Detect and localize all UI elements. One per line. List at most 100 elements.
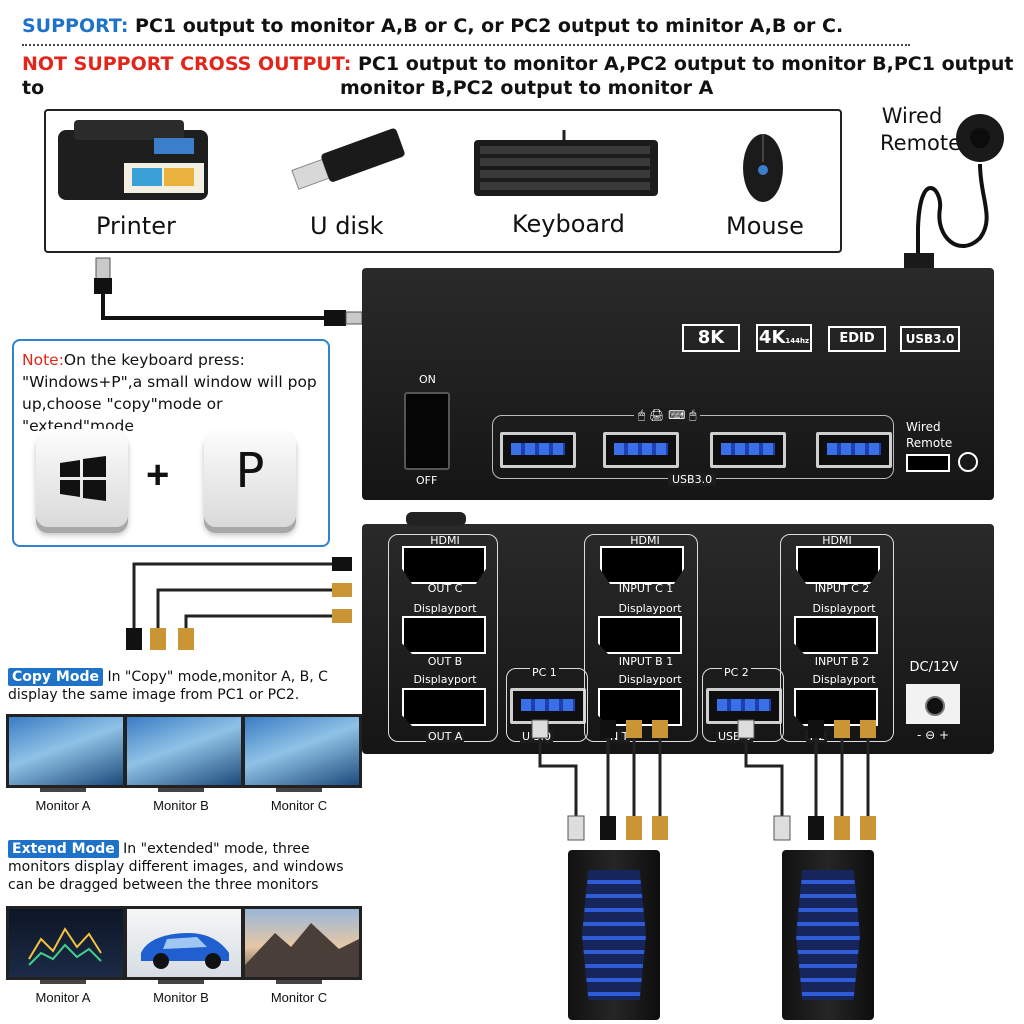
- remote-hdmi-port[interactable]: [906, 454, 950, 472]
- usb-device-icons: 🖱 🖨 ⌨ 🖱: [634, 408, 701, 423]
- copy-monitor-c-label: Monitor C: [270, 798, 328, 813]
- badge-4k-text: 4K: [758, 327, 786, 348]
- copy-monitor-a-stand: [40, 788, 86, 792]
- pc1-hdmi-label: HDMI: [630, 534, 660, 547]
- out-c-hdmi-port[interactable]: [402, 546, 486, 584]
- copy-mode-text: In "Copy" mode,monitor A, B, C display t…: [8, 669, 328, 703]
- note-text: Note:On the keyboard press: "Windows+P",…: [22, 349, 322, 437]
- note-body: On the keyboard press: "Windows+P",a sma…: [22, 351, 317, 435]
- dc-polarity: - ⊖ +: [916, 728, 950, 742]
- pc1-label: PC 1: [530, 666, 559, 679]
- input-b2-dp-label: Displayport: [812, 602, 876, 615]
- copy-monitor-b-stand: [158, 788, 204, 792]
- remote-port-label: Wired Remote: [906, 419, 952, 451]
- front-usb-port-4[interactable]: [816, 432, 892, 468]
- extend-monitor-c: [242, 906, 362, 980]
- printer-icon: [58, 120, 208, 200]
- peripherals-box: [44, 109, 842, 253]
- keyboard-icon: [474, 130, 658, 196]
- switch-on-label: ON: [419, 373, 436, 386]
- udisk-label: U disk: [310, 212, 384, 240]
- wired-remote-line1: Wired: [881, 104, 943, 128]
- remote-port-line1: Wired: [906, 420, 941, 434]
- copy-mode-tag: Copy Mode: [8, 668, 103, 686]
- copy-monitor-c: [242, 714, 362, 788]
- front-usb-port-1[interactable]: [500, 432, 576, 468]
- input-c2-port[interactable]: [796, 546, 880, 584]
- badge-edid: EDID: [828, 326, 886, 352]
- front-usb-port-3[interactable]: [710, 432, 786, 468]
- not-support-label: NOT SUPPORT CROSS OUTPUT:: [22, 53, 352, 75]
- out-c-label: OUT C: [427, 582, 463, 595]
- input-b1-label: INPUT B 1: [618, 655, 674, 668]
- divider: [22, 44, 910, 46]
- extend-monitor-a-stand: [40, 980, 86, 984]
- copy-monitor-b-label: Monitor B: [153, 798, 209, 813]
- windows-key: [36, 429, 128, 527]
- windows-logo-icon: [60, 456, 106, 501]
- remote-jack[interactable]: [958, 452, 978, 472]
- badge-4k: 4K144hz: [756, 324, 812, 352]
- extend-mode-text: In "extended" mode, three monitors displ…: [8, 841, 344, 893]
- input-b2-label: INPUT B 2: [814, 655, 870, 668]
- badge-usb3: USB3.0: [900, 326, 960, 352]
- not-support-text-2: monitor B,PC2 output to monitor A: [340, 77, 714, 99]
- pc1-tower: [568, 850, 660, 1020]
- input-b1-port[interactable]: [598, 616, 682, 654]
- pc-cables: [531, 719, 876, 841]
- input1-group: [584, 534, 698, 742]
- extend-mode-tag: Extend Mode: [8, 840, 119, 858]
- remote-port-line2: Remote: [906, 436, 953, 450]
- copy-mode-description: Copy Mode In "Copy" mode,monitor A, B, C…: [8, 668, 353, 704]
- copy-monitor-a: [6, 714, 126, 788]
- mouse-label: Mouse: [726, 212, 804, 240]
- note-box: Note:On the keyboard press: "Windows+P",…: [12, 339, 330, 547]
- extend-monitor-c-label: Monitor C: [270, 990, 328, 1005]
- extend-monitor-a: [6, 906, 126, 980]
- out-a-dp-label: Displayport: [413, 673, 477, 686]
- plus-sign: +: [146, 453, 170, 497]
- power-switch[interactable]: [404, 392, 450, 470]
- p-key: P: [204, 429, 296, 527]
- output-cables: [126, 557, 352, 650]
- switch-off-label: OFF: [416, 474, 438, 487]
- badge-8k: 8K: [682, 324, 740, 352]
- input-a1-port[interactable]: [598, 688, 682, 726]
- front-usb-port-2[interactable]: [603, 432, 679, 468]
- extend-mode-description: Extend Mode In "extended" mode, three mo…: [8, 840, 358, 894]
- car-icon: [141, 933, 229, 969]
- printer-label: Printer: [96, 212, 176, 240]
- extend-monitor-b-stand: [158, 980, 204, 984]
- copy-monitor-b: [124, 714, 244, 788]
- input-a1-dp-label: Displayport: [618, 673, 682, 686]
- pc2-tower: [782, 850, 874, 1020]
- input-c1-port[interactable]: [600, 546, 684, 584]
- out-b-label: OUT B: [427, 655, 463, 668]
- support-label: SUPPORT:: [22, 15, 129, 37]
- extend-monitor-a-label: Monitor A: [35, 990, 91, 1005]
- out-b-dp-port[interactable]: [402, 616, 486, 654]
- pc2-usb-port[interactable]: [706, 688, 782, 724]
- input-c1-label: INPUT C 1: [618, 582, 674, 595]
- input-a2-dp-label: Displayport: [812, 673, 876, 686]
- support-line: SUPPORT: PC1 output to monitor A,B or C,…: [22, 14, 843, 38]
- dashboard-chart-icon: [28, 927, 102, 966]
- remote-cable: [904, 114, 1004, 273]
- input2-group: [780, 534, 894, 742]
- pc2-hdmi-label: HDMI: [822, 534, 852, 547]
- out-b-dp-label: Displayport: [413, 602, 477, 615]
- input-b2-port[interactable]: [794, 616, 878, 654]
- badge-144hz: 144hz: [785, 337, 810, 345]
- dc-jack[interactable]: [906, 684, 960, 724]
- note-label: Note:: [22, 351, 64, 369]
- out-c-hdmi-label: HDMI: [430, 534, 460, 547]
- extend-monitor-c-stand: [276, 980, 322, 984]
- usb-drive-icon: [291, 128, 405, 190]
- pc2-label: PC 2: [722, 666, 751, 679]
- front-usb-label: USB3.0: [668, 473, 717, 486]
- printer-cable: [94, 257, 363, 326]
- not-support-line: NOT SUPPORT CROSS OUTPUT: PC1 output to …: [22, 52, 1024, 100]
- input-c2-label: INPUT C 2: [814, 582, 870, 595]
- extend-monitor-b: [124, 906, 244, 980]
- out-a-dp-port[interactable]: [402, 688, 486, 726]
